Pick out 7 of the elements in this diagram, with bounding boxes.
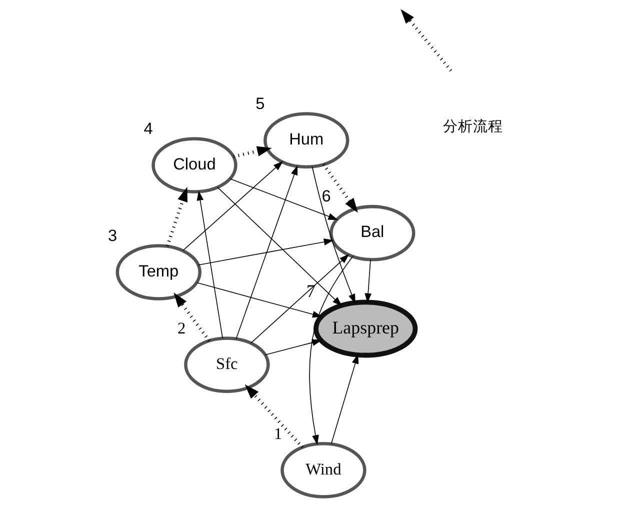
node-label: 1 — [274, 423, 282, 442]
node-label: 2 — [178, 318, 186, 337]
node-label: 4 — [144, 119, 153, 138]
legend-label: 分析流程 — [443, 117, 504, 134]
node-label: 5 — [256, 94, 265, 112]
node-label: 6 — [322, 187, 331, 206]
node-label: 3 — [108, 226, 118, 244]
